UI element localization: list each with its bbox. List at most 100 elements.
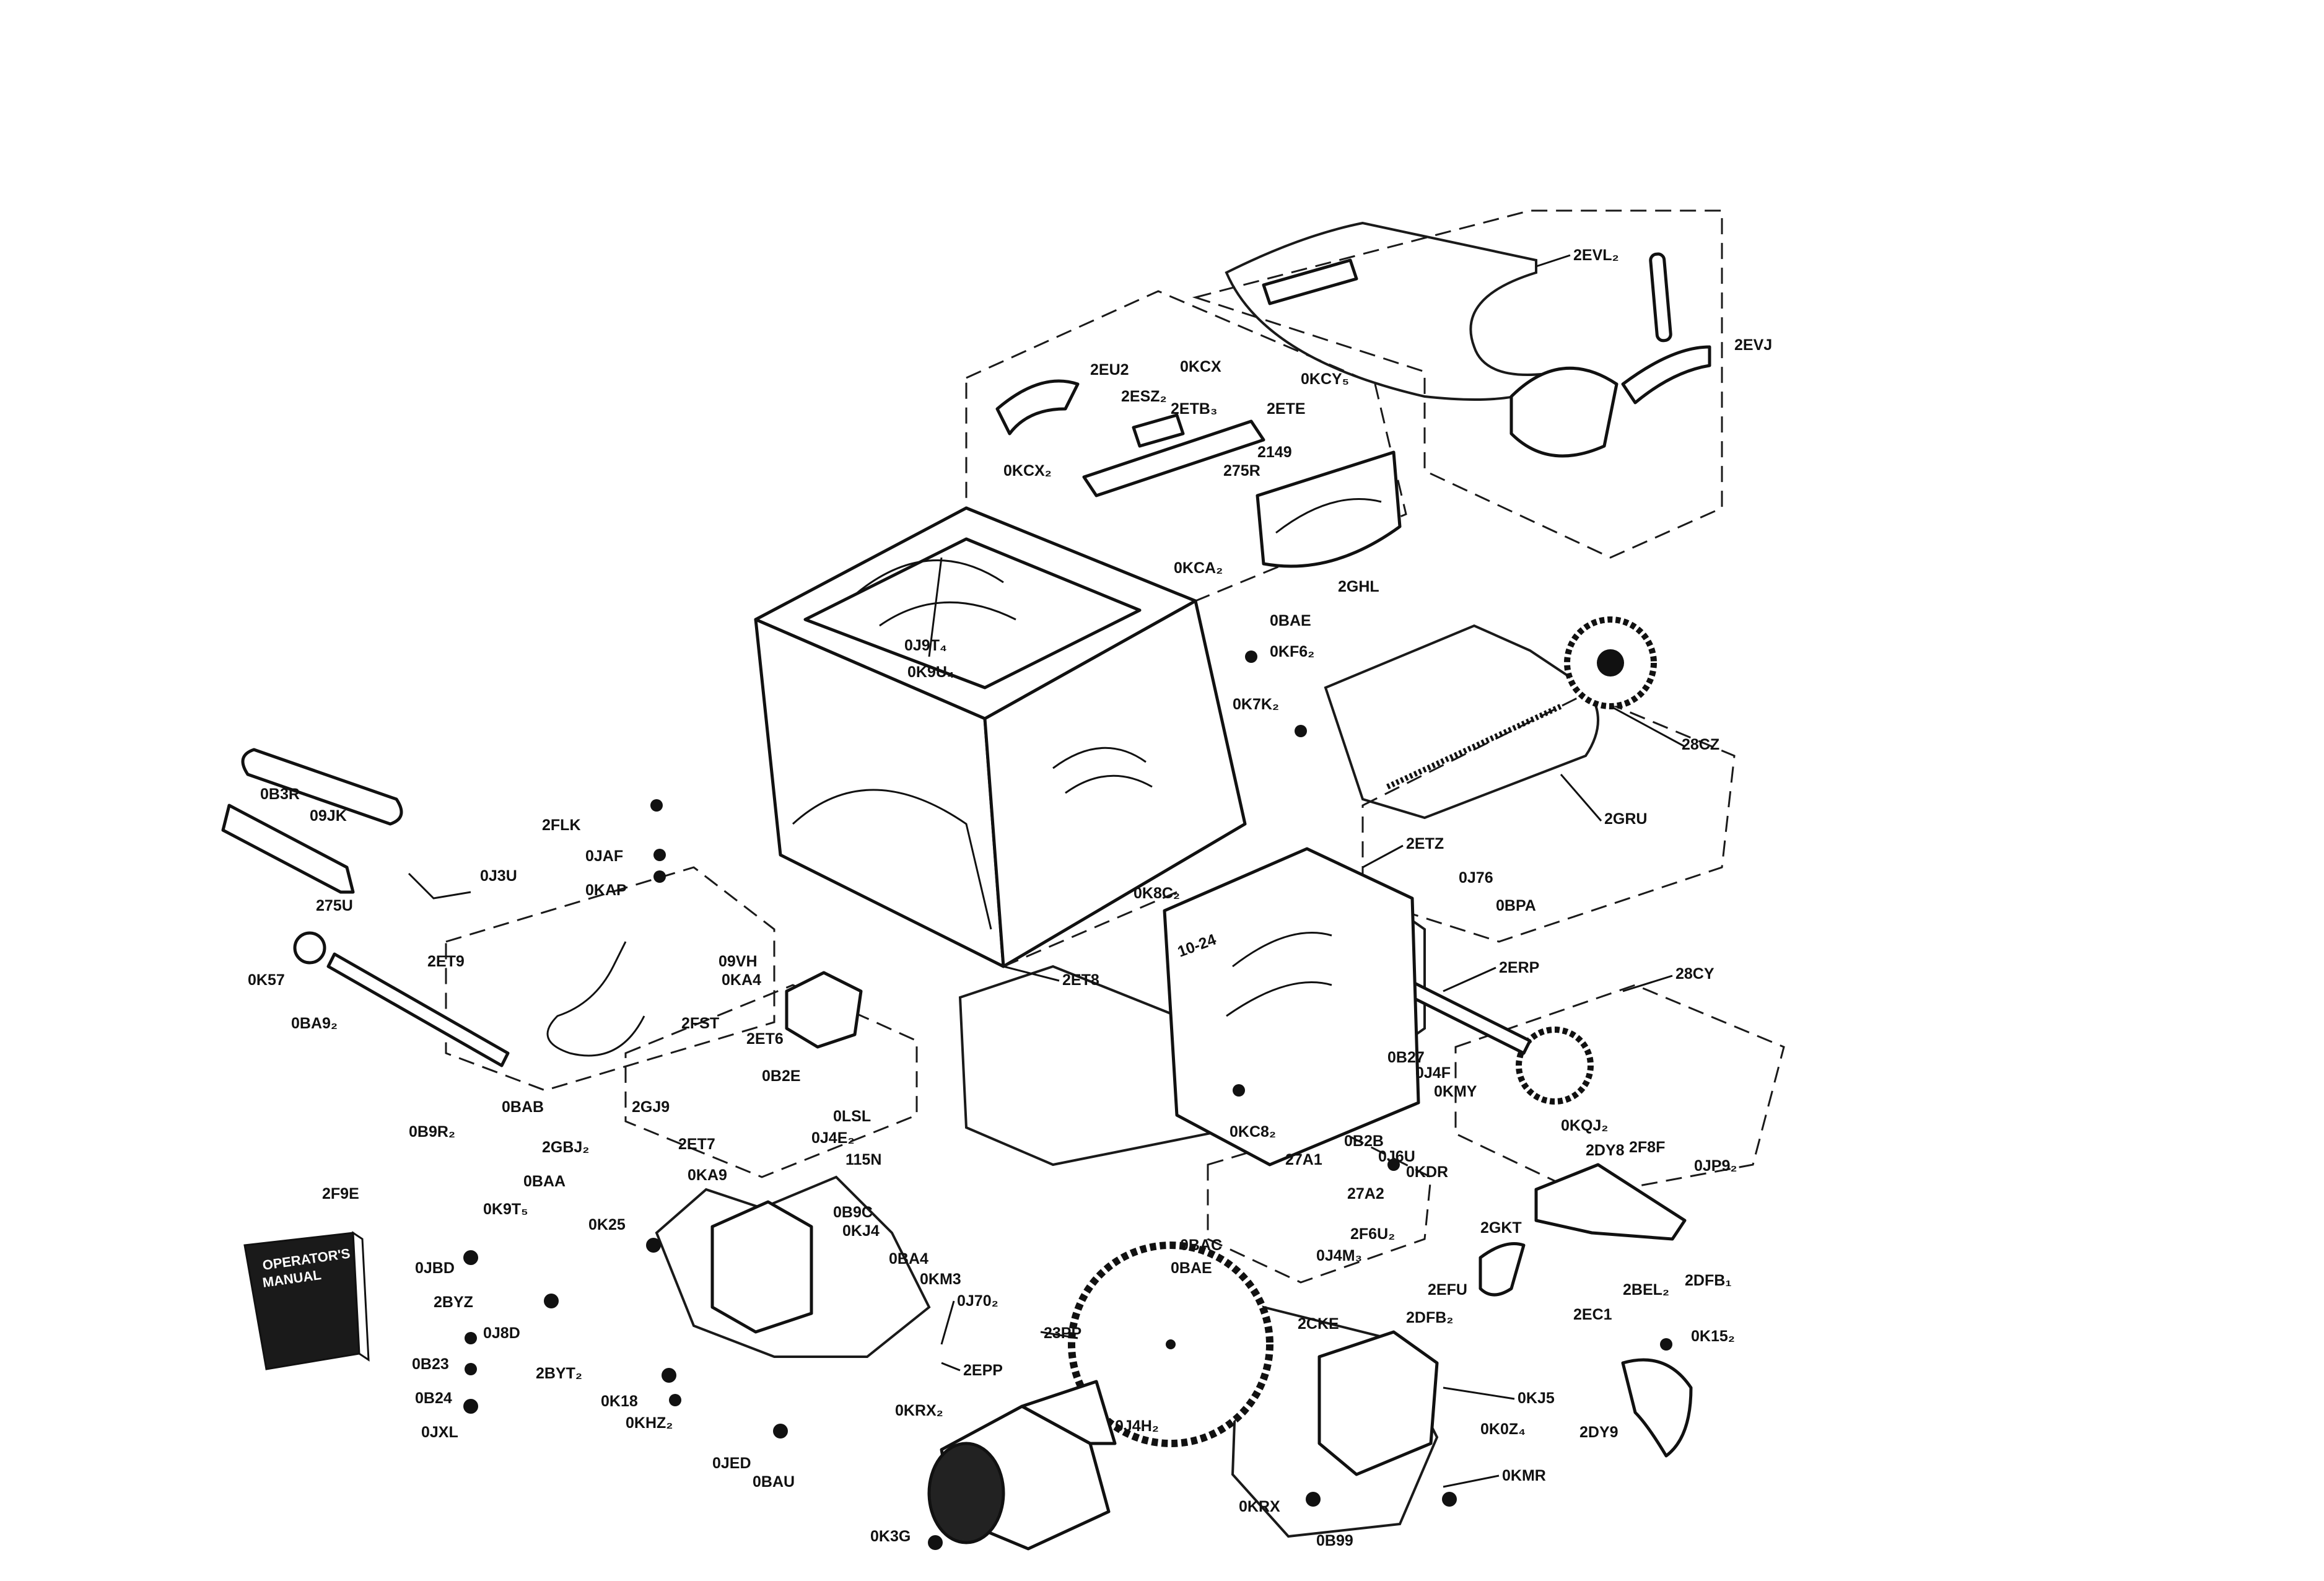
tilt-handwheel [1516, 1027, 1594, 1105]
part-label: 2BYZ [434, 1294, 473, 1311]
part-label: 0B9R₂ [409, 1123, 455, 1141]
part-label: 0J4H₂ [1115, 1417, 1159, 1435]
fastener-dot [463, 1399, 478, 1414]
part-label: 0KF6₂ [1270, 643, 1314, 660]
part-label: 0KRX [1239, 1498, 1280, 1515]
crank-shaft [326, 952, 510, 1067]
part-label: 0K57 [248, 971, 285, 989]
fastener-dot [465, 1363, 477, 1375]
part-label: 0JXL [421, 1424, 458, 1441]
leader-line [940, 1300, 955, 1345]
miter-arc-scale [1621, 345, 1711, 405]
part-label: 2ERP [1499, 959, 1539, 976]
part-label: 2EVL₂ [1573, 247, 1619, 264]
part-label: 09JK [310, 807, 347, 825]
part-label: 0KJ4 [842, 1222, 880, 1240]
part-label: 0B9C [833, 1204, 873, 1221]
part-label: 0BPA [1496, 897, 1536, 914]
part-label: 0B2B [1344, 1132, 1384, 1150]
blade-guard-slot [1275, 498, 1382, 534]
group-outline-arbor [1361, 693, 1736, 943]
part-label: 2ET8 [1062, 971, 1099, 989]
part-label: 2F8F [1629, 1139, 1665, 1156]
hex-key [408, 872, 471, 900]
part-label: 0B3R [260, 786, 300, 803]
fastener-dot [773, 1424, 788, 1439]
part-label: 0K25 [588, 1216, 626, 1233]
fastener-dot [669, 1394, 681, 1406]
part-label: 2FLK [542, 817, 581, 834]
group-outline-miter [1192, 209, 1723, 559]
part-label: 0JP9₂ [1694, 1157, 1737, 1175]
motor-mount-plate [1020, 1380, 1117, 1445]
fence-lock [1132, 413, 1185, 448]
part-label: 2ETE [1267, 400, 1306, 418]
part-label: 2GRU [1604, 810, 1647, 828]
part-label: 2BEL₂ [1623, 1281, 1669, 1299]
part-label: 0J3U [480, 867, 517, 885]
leader-line [1443, 1474, 1500, 1488]
operators-manual-book: OPERATOR'S MANUAL [243, 1231, 370, 1370]
part-label: 0B23 [412, 1355, 449, 1373]
part-label: 0K7K₂ [1233, 696, 1279, 713]
part-label: 0K9U₄ [907, 663, 954, 681]
part-label: 0J76 [1459, 869, 1493, 887]
part-label: 0K3G [870, 1528, 911, 1545]
fastener-dot [1295, 725, 1307, 737]
outline-left-assembly [655, 1175, 931, 1358]
trunnion-slot-1 [1232, 932, 1332, 968]
part-label: 28CY [1675, 965, 1715, 983]
part-label: 0J70₂ [957, 1292, 998, 1310]
part-label: 0BAU [753, 1473, 795, 1491]
wrench-2 [221, 804, 355, 894]
part-label: 0JAF [585, 847, 623, 865]
anti-kick-pawl [1621, 1358, 1693, 1458]
part-label: 0BAB [502, 1098, 544, 1116]
leader-line [1362, 844, 1404, 869]
fastener-dot [653, 870, 666, 883]
part-label: 09VH [719, 953, 758, 970]
part-label: 0KA9 [688, 1167, 727, 1184]
housing-front-arch [792, 789, 992, 930]
part-label: 0KHZ₂ [626, 1414, 673, 1432]
part-label: 0K0Z₄ [1480, 1421, 1526, 1438]
part-label: 2GBJ₂ [542, 1139, 589, 1156]
arbor-gear-hub [1597, 649, 1624, 677]
part-label: 2149 [1257, 444, 1292, 461]
part-label: 2F6U₂ [1350, 1225, 1395, 1243]
part-label: 2DFB₂ [1406, 1309, 1453, 1326]
part-label: 2EFU [1428, 1281, 1467, 1299]
motor-mount-bracket [710, 1200, 813, 1334]
housing-right-slot [1052, 747, 1153, 794]
part-labels: 2EVL₂ 2EVJ 0KCX 0KCY₅ 2EU2 2ESZ₂ 2ETB₃ 2… [248, 247, 1772, 1549]
part-label: 28CZ [1682, 736, 1719, 753]
part-label: 0KDR [1406, 1163, 1448, 1181]
part-label: 2DFB₁ [1685, 1272, 1732, 1289]
fastener-dot [1442, 1492, 1457, 1507]
part-label: 2EVJ [1734, 336, 1772, 354]
leader-line [1610, 705, 1685, 748]
tilt-shaft [1398, 977, 1532, 1055]
part-label: 0KCA₂ [1174, 559, 1223, 577]
fastener-dot [463, 1250, 478, 1265]
part-label: 2GJ9 [632, 1098, 670, 1116]
part-label: 2BYT₂ [536, 1365, 582, 1382]
fastener-dot [662, 1368, 676, 1383]
fastener-dot [465, 1332, 477, 1344]
threaded-rod [1386, 703, 1562, 790]
part-label: 2EU2 [1090, 361, 1129, 379]
part-label: 0J4F [1415, 1064, 1451, 1082]
part-label: 2F9E [322, 1185, 359, 1202]
part-label: 0JBD [415, 1259, 455, 1277]
miter-handle [1649, 252, 1672, 343]
part-label: 0JED [712, 1455, 751, 1472]
trunnion-casting [1317, 1330, 1439, 1476]
part-label: 2ETZ [1406, 835, 1444, 852]
crescent-part [1479, 1242, 1526, 1297]
part-label: 2GKT [1480, 1219, 1522, 1237]
part-label: 2GHL [1338, 578, 1379, 595]
part-label: 275U [316, 897, 353, 914]
part-label: 2ETB₃ [1171, 400, 1217, 418]
part-label: 27A2 [1347, 1185, 1384, 1202]
part-label: 0KRX₂ [895, 1402, 943, 1419]
